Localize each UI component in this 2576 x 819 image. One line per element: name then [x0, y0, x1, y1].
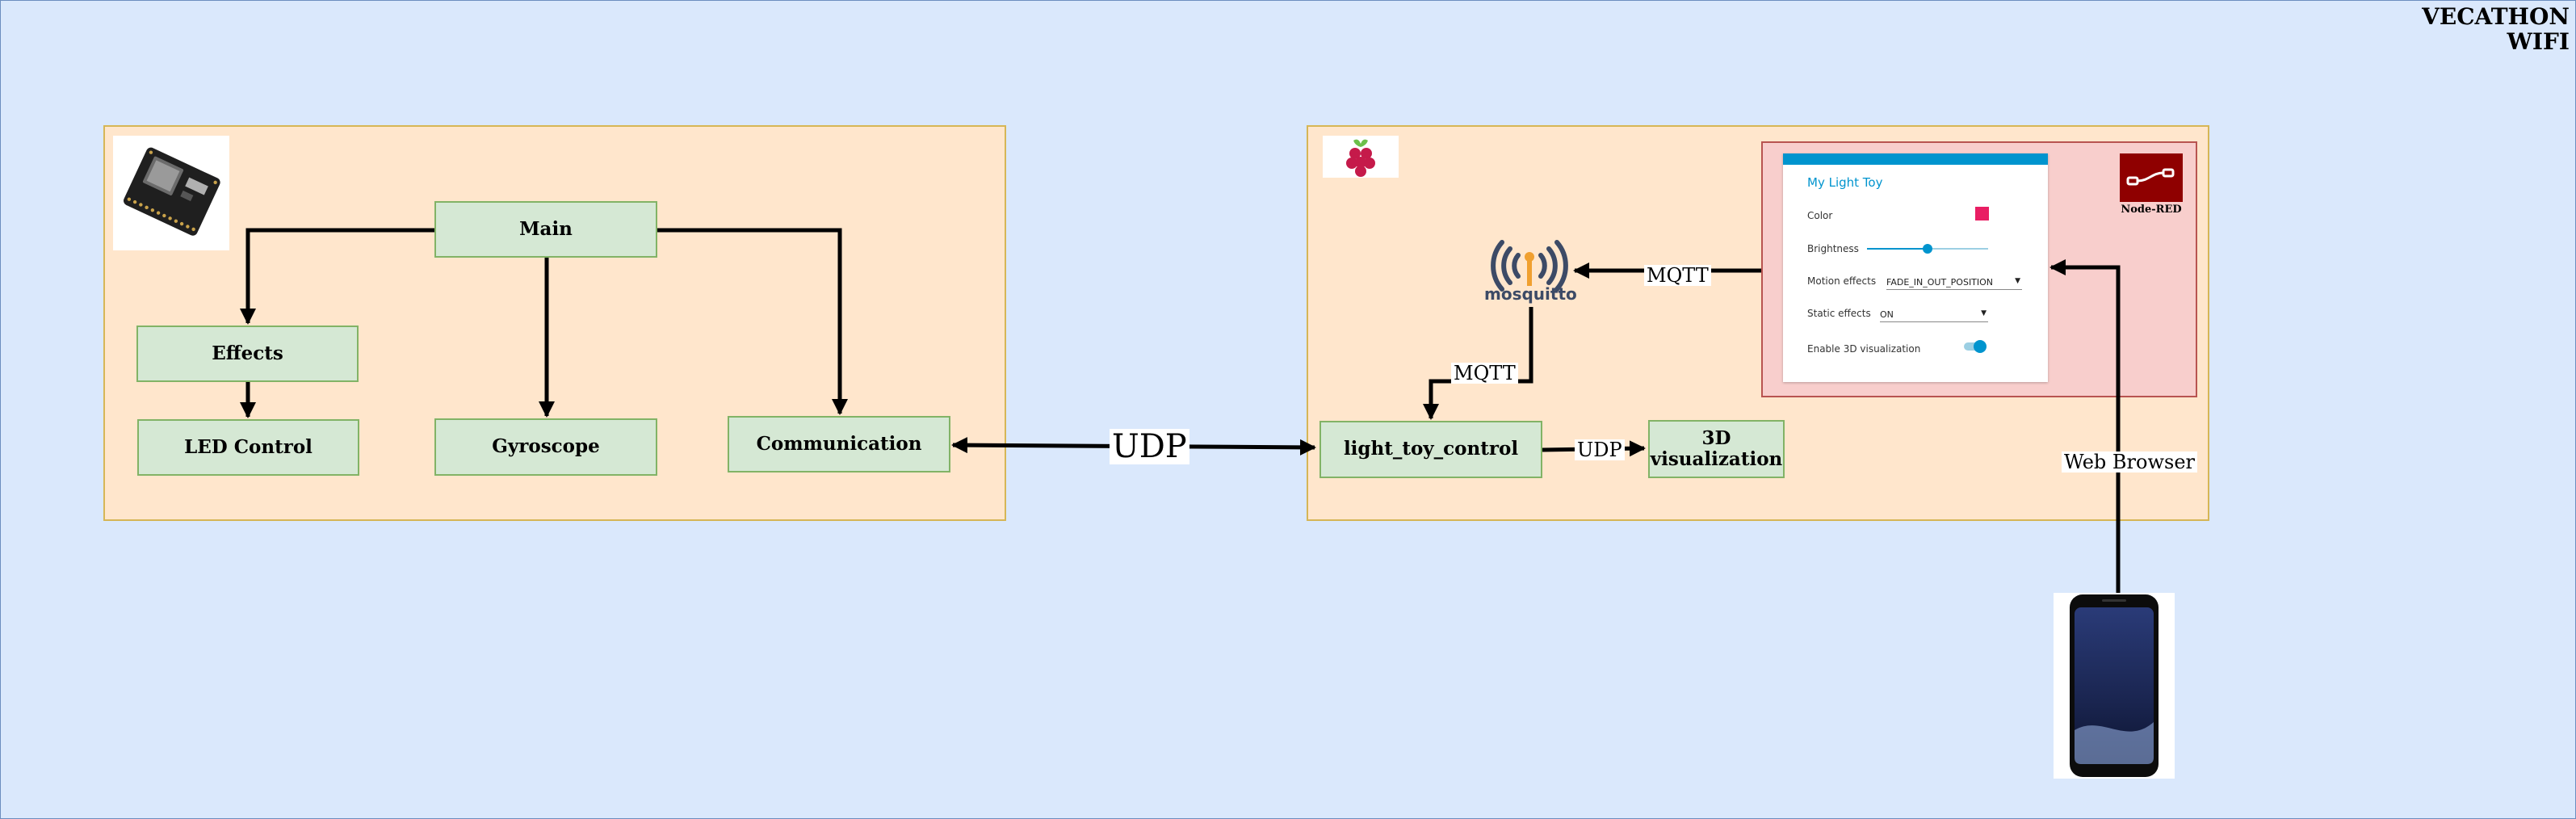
diagram-title: VECATHON WIFI — [2422, 3, 2570, 55]
node-communication: Communication — [728, 416, 950, 472]
node-effects: Effects — [136, 326, 359, 382]
node-red-label: Node-RED — [2121, 204, 2182, 216]
dashboard-brightness-label: Brightness — [1807, 243, 1859, 254]
brightness-slider-fill — [1867, 248, 1928, 250]
edge-main-effects — [240, 228, 434, 325]
mosquitto-broker-icon — [1484, 228, 1575, 307]
raspberry-pi-icon — [1323, 136, 1399, 178]
edge-web-browser — [2049, 259, 2121, 593]
static-effects-dropdown[interactable]: ON ▼ — [1880, 309, 1988, 322]
node-light-toy-control: light_toy_control — [1319, 421, 1542, 478]
dashboard-color-label: Color — [1807, 210, 1833, 221]
toggle-knob — [1974, 340, 1987, 353]
motion-effects-dropdown[interactable]: FADE_IN_OUT_POSITION ▼ — [1886, 277, 2022, 290]
node-gyroscope: Gyroscope — [434, 418, 657, 476]
dashboard-static-label: Static effects — [1807, 308, 1871, 319]
dashboard-color-swatch[interactable] — [1975, 207, 1989, 220]
edge-label-mqtt-top: MQTT — [1644, 265, 1711, 286]
edge-main-communication — [657, 228, 848, 415]
node-red-dashboard: My Light Toy Color Brightness Motion eff… — [1783, 153, 2048, 382]
motion-effects-value: FADE_IN_OUT_POSITION — [1886, 277, 1994, 288]
dashboard-3d-label: Enable 3D visualization — [1807, 343, 1921, 355]
edge-label-web-browser: Web Browser — [2062, 452, 2197, 472]
edge-label-udp-small: UDP — [1575, 439, 1625, 460]
brightness-slider-thumb[interactable] — [1923, 244, 1932, 254]
node-main: Main — [434, 201, 657, 258]
dashboard-header-bar — [1783, 153, 2048, 165]
node-led-control: LED Control — [137, 419, 359, 476]
esp32-board-icon — [113, 136, 229, 250]
smartphone-icon — [2054, 593, 2175, 779]
edge-label-mqtt-bottom: MQTT — [1451, 363, 1518, 384]
chevron-down-icon: ▼ — [1981, 309, 1987, 317]
dashboard-motion-label: Motion effects — [1807, 275, 1877, 287]
node-red-logo-icon — [2120, 153, 2183, 202]
mosquitto-logo-text: mosquitto — [1484, 284, 1577, 304]
enable-3d-toggle[interactable] — [1964, 340, 1987, 353]
brightness-slider-track[interactable] — [1867, 244, 1988, 254]
dashboard-title: My Light Toy — [1807, 175, 1883, 190]
node-3d-visualization: 3D visualization — [1648, 420, 1785, 478]
chevron-down-icon: ▼ — [2015, 277, 2020, 285]
static-effects-value: ON — [1880, 309, 1894, 320]
edge-label-udp-main: UDP — [1110, 429, 1189, 464]
